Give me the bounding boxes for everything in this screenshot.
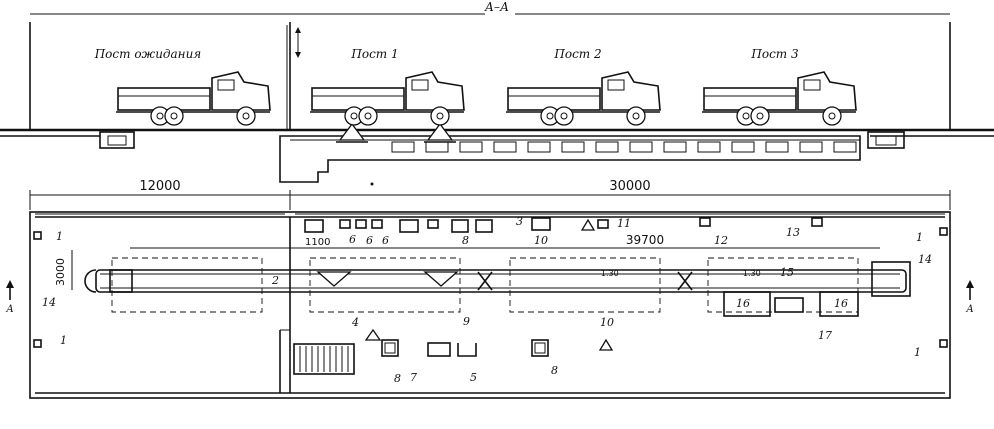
post-label-2: Пост 2 xyxy=(553,47,601,61)
equipment-top-0 xyxy=(304,219,324,233)
pit-niche xyxy=(595,141,619,153)
right-end-unit xyxy=(871,261,911,297)
equipment-number: 4 xyxy=(351,316,359,329)
equipment-top-6 xyxy=(451,219,469,233)
inspection-pit xyxy=(279,135,861,183)
dimension-line-top: 12000 30000 xyxy=(29,179,951,210)
post-label-3: Пост 3 xyxy=(750,47,799,61)
truck-post-1 xyxy=(310,71,465,126)
left-drain-pit xyxy=(99,131,135,149)
right-drain-pit xyxy=(867,131,905,149)
equipment-number: 8 xyxy=(551,364,558,377)
pit-niche xyxy=(731,141,755,153)
equipment-number: 3 xyxy=(516,215,523,228)
pit-niche xyxy=(629,141,653,153)
section-title: А–А xyxy=(484,0,509,14)
pit-niche xyxy=(697,141,721,153)
dim-30000: 30000 xyxy=(609,179,650,194)
equip-3b xyxy=(531,339,549,357)
truck-post-3 xyxy=(702,71,857,126)
section-mark-right: А xyxy=(965,280,974,315)
pit-niches xyxy=(391,141,857,153)
pit-niche xyxy=(425,141,449,153)
equipment-number: 16 xyxy=(834,297,848,310)
equipment-number: 8 xyxy=(462,234,469,247)
section-mark-left-label: А xyxy=(5,304,14,315)
plan-lifts xyxy=(316,271,693,291)
equipment-triangle xyxy=(580,218,596,231)
equip-7 xyxy=(427,342,451,357)
pit-lift-2 xyxy=(424,120,456,143)
equipment-number: 1 xyxy=(914,346,921,359)
equipment-number: 2 xyxy=(271,274,279,287)
section-mark-left: А xyxy=(5,280,14,315)
equipment-number: 16 xyxy=(736,297,750,310)
pit-niche xyxy=(391,141,415,153)
equipment-top-10 xyxy=(699,217,711,227)
conveyor xyxy=(95,269,907,293)
pit-niche xyxy=(663,141,687,153)
equipment-number: 6 xyxy=(382,234,389,247)
equipment-number: 6 xyxy=(366,234,373,247)
equipment-number: 13 xyxy=(786,226,800,239)
equipment-top-3 xyxy=(371,219,383,229)
equipment-number: 7 xyxy=(410,371,417,384)
level-mark-1: -1.30 xyxy=(598,269,619,278)
equipment-number: 10 xyxy=(600,316,614,329)
equipment-number: 12 xyxy=(714,234,728,247)
equipment-number: 1 xyxy=(56,230,63,243)
equipment-number: 5 xyxy=(470,371,477,384)
plan-view: 3000 39700 xyxy=(5,211,974,399)
equipment-top-1 xyxy=(339,219,351,229)
dim-1100: 1100 xyxy=(305,237,330,248)
equipment-top-8 xyxy=(531,217,551,231)
post-label-1: Пост 1 xyxy=(350,47,398,61)
truck-waiting xyxy=(116,71,271,126)
equipment-top-4 xyxy=(399,219,419,233)
pit-niche xyxy=(561,141,585,153)
post-label-waiting: Пост ожидания xyxy=(94,47,202,61)
equipment-number: 15 xyxy=(780,266,794,279)
workbench-16a xyxy=(723,291,771,317)
storage-rack xyxy=(293,343,355,375)
equipment-number: 14 xyxy=(42,296,56,309)
building-outline xyxy=(29,211,951,399)
cabinet-17 xyxy=(774,297,804,313)
equipment-number: 10 xyxy=(534,234,548,247)
equipment-number: 14 xyxy=(918,253,932,266)
pit-niche xyxy=(527,141,551,153)
equipment-top-2 xyxy=(355,219,367,229)
equipment-top-5 xyxy=(427,219,439,229)
section-a-a: А–А Пост ожидания Пост 1 Пост 2 Пост 3 xyxy=(0,0,994,183)
equipment-number: 17 xyxy=(818,329,832,342)
pit-niche xyxy=(765,141,789,153)
equipment-top-11 xyxy=(811,217,823,227)
equipment-number: 8 xyxy=(394,372,401,385)
dim-39700: 39700 xyxy=(626,233,664,247)
section-mark-right-label: А xyxy=(965,304,974,315)
equipment-number: 9 xyxy=(463,315,470,328)
left-end-unit xyxy=(109,269,133,293)
equipment-top-7 xyxy=(475,219,493,233)
pit-niche xyxy=(833,141,857,153)
equipment-number: 1 xyxy=(60,334,67,347)
equip-3a xyxy=(381,339,399,357)
truck-post-2 xyxy=(506,71,661,126)
pit-niche xyxy=(459,141,483,153)
dim-3000: 3000 xyxy=(54,258,67,286)
workbench-16b xyxy=(819,291,859,317)
dim-12000: 12000 xyxy=(139,179,180,194)
equipment-top-9 xyxy=(597,219,609,229)
equipment-number: 6 xyxy=(349,233,356,246)
equipment-number: 11 xyxy=(617,217,631,230)
level-mark-2: -1.30 xyxy=(740,269,761,278)
pit-niche xyxy=(799,141,823,153)
equipment-number: 1 xyxy=(916,231,923,244)
equip-5 xyxy=(457,343,477,357)
pit-niche xyxy=(493,141,517,153)
